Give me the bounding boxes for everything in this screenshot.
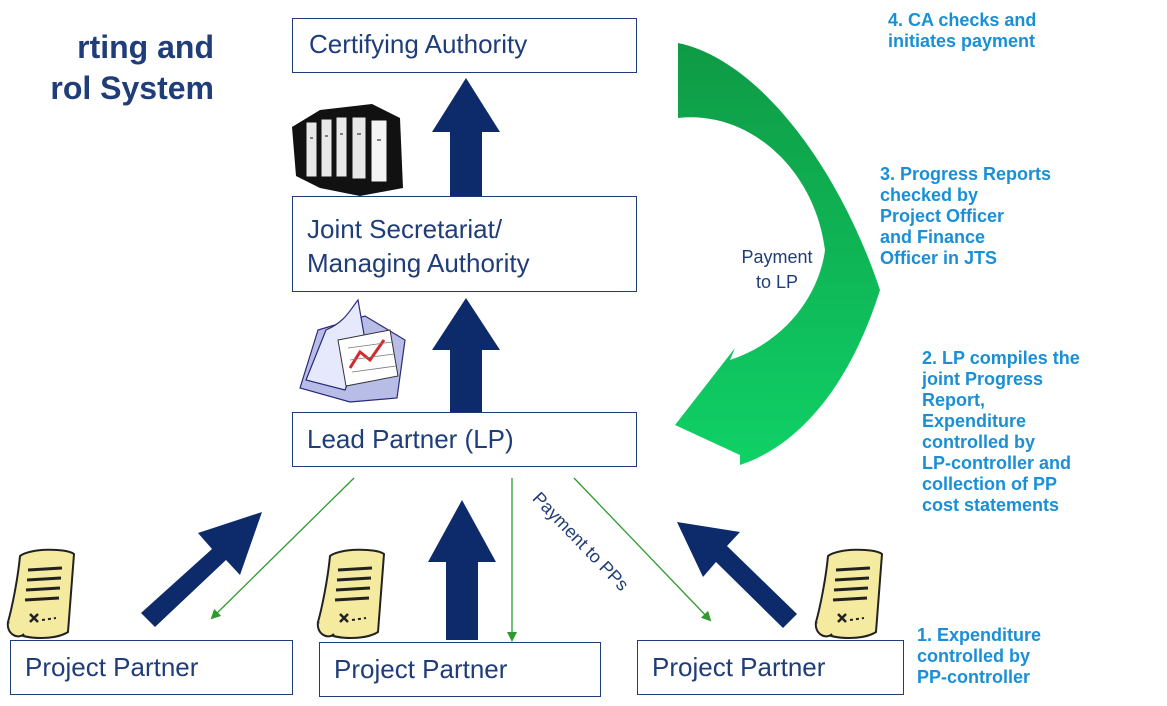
payment-to-lp-arrow (675, 43, 880, 465)
step-3-line: and Finance (880, 227, 986, 247)
project-partner-label: Project Partner (25, 652, 199, 682)
step-1-line: PP-controller (917, 667, 1031, 687)
scroll-icon (316, 548, 386, 639)
step-1-line: 1. Expenditure (917, 625, 1042, 645)
step-2-line: Report, (922, 390, 985, 410)
step-3-line: Officer in JTS (880, 248, 998, 268)
step-2-text: 2. LP compiles the joint Progress Report… (922, 348, 1080, 516)
step-2-line: controlled by (922, 432, 1036, 452)
binders-icon (292, 104, 403, 196)
arrow-jsma-to-ca (432, 78, 500, 196)
arrow-pp2-to-lp (428, 500, 496, 640)
payment-line-pp3 (573, 477, 712, 622)
arrow-lp-to-jsma (432, 298, 500, 412)
documents-icon (299, 298, 406, 403)
project-partner-label: Project Partner (334, 654, 508, 684)
payment-line-pp1 (210, 477, 355, 620)
arrow-pp3-to-lp (677, 522, 797, 628)
project-partner-label: Project Partner (652, 652, 826, 682)
project-partner-box-1: Project Partner (10, 640, 293, 695)
arrow-pp1-to-lp (141, 512, 262, 627)
project-partner-box-2: Project Partner (319, 642, 601, 697)
payment-to-lp-line-1: Payment (741, 247, 813, 267)
step-2-line: Expenditure (922, 411, 1027, 431)
title-line-1: rting and (77, 29, 214, 65)
payment-to-lp-label: Payment to LP (722, 245, 832, 295)
step-3-line: checked by (880, 185, 979, 205)
step-1-line: controlled by (917, 646, 1031, 666)
certifying-authority-box: Certifying Authority (292, 18, 637, 73)
scroll-icon (6, 548, 76, 639)
title-line-2: rol System (50, 70, 214, 106)
step-4-text: 4. CA checks and initiates payment (888, 10, 1036, 52)
step-2-line: cost statements (922, 495, 1060, 515)
payment-to-lp-line-2: to LP (755, 272, 799, 292)
step-4-line: 4. CA checks and (888, 10, 1037, 30)
step-3-line: 3. Progress Reports (880, 164, 1052, 184)
step-3-line: Project Officer (880, 206, 1005, 226)
step-2-line: LP-controller and (922, 453, 1072, 473)
joint-secretariat-line-1: Joint Secretariat/ (307, 214, 503, 244)
step-2-line: 2. LP compiles the (922, 348, 1080, 368)
scroll-icon (814, 548, 884, 639)
step-3-text: 3. Progress Reports checked by Project O… (880, 164, 1051, 269)
step-4-line: initiates payment (888, 31, 1036, 51)
joint-secretariat-line-2: Managing Authority (307, 248, 530, 278)
lead-partner-box: Lead Partner (LP) (292, 412, 637, 467)
step-2-line: joint Progress (922, 369, 1044, 389)
lead-partner-label: Lead Partner (LP) (307, 424, 514, 454)
step-2-line: collection of PP (922, 474, 1058, 494)
certifying-authority-label: Certifying Authority (309, 29, 528, 59)
joint-secretariat-box: Joint Secretariat/ Managing Authority (292, 196, 637, 292)
step-1-text: 1. Expenditure controlled by PP-controll… (917, 625, 1041, 688)
page-title: rting and rol System (50, 27, 214, 109)
project-partner-box-3: Project Partner (637, 640, 904, 695)
